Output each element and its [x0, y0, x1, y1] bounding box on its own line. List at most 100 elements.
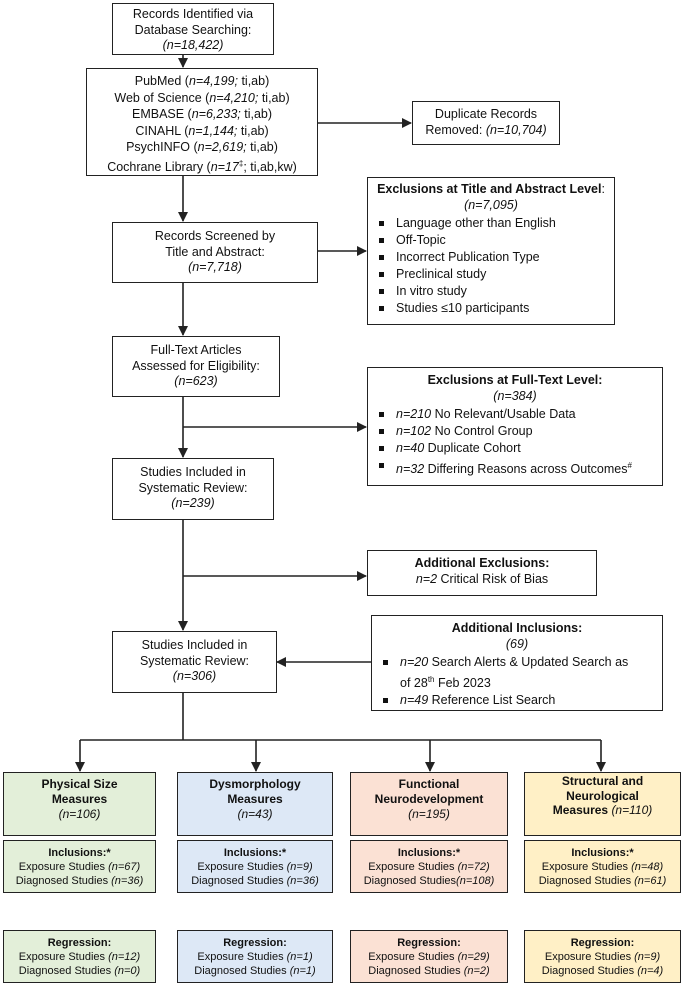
title-abstract-exclusions-box: Exclusions at Title and Abstract Level: …	[367, 177, 615, 325]
add-excl-item: n=2 Critical Risk of Bias	[415, 571, 549, 586]
included1-line2: Systematic Review:	[138, 480, 248, 495]
dysmorphology-box: Dysmorphology Measures (n=43)	[177, 772, 333, 836]
db-web-of-science: Web of Science (n=4,210; ti,ab)	[114, 90, 290, 105]
included-review-box-1: Studies Included in Systematic Review: (…	[112, 458, 274, 520]
fulltext-line1: Full-Text Articles	[150, 343, 242, 357]
structural-title1: Structural and	[561, 774, 644, 788]
db-cochrane: Cochrane Library (n=17‡; ti,ab,kw)	[107, 158, 297, 174]
duplicates-line2: Removed: (n=10,704)	[425, 122, 547, 137]
functional-title1: Functional	[398, 777, 460, 791]
fulltext-line2: Assessed for Eligibility:	[132, 358, 260, 373]
physical-size-box: Physical Size Measures (n=106)	[3, 772, 156, 836]
records-identified-box: Records Identified via Database Searchin…	[112, 3, 274, 55]
title-excl-title: Exclusions at Title and Abstract Level:	[377, 182, 605, 196]
functional-inclusions-box: Inclusions:* Exposure Studies (n=72) Dia…	[350, 840, 508, 893]
structural-title3: Measures (n=110)	[552, 803, 653, 817]
functional-reg-exposure: Exposure Studies (n=29)	[368, 951, 490, 963]
physical-title1: Physical Size	[41, 777, 118, 791]
functional-incl-title: Inclusions:*	[397, 847, 461, 859]
db-pubmed: PubMed (n=4,199; ti,ab)	[134, 74, 270, 88]
structural-inclusions-box: Inclusions:* Exposure Studies (n=48) Dia…	[524, 840, 681, 893]
structural-box: Structural and Neurological Measures (n=…	[524, 772, 681, 836]
included1-line1: Studies Included in	[140, 465, 246, 479]
functional-box: Functional Neurodevelopment (n=195)	[350, 772, 508, 836]
structural-incl-exposure: Exposure Studies (n=48)	[541, 861, 664, 873]
db-embase: EMBASE (n=6,233; ti,ab)	[131, 107, 273, 121]
structural-title2: Neurological	[566, 788, 639, 803]
structural-reg-diagnosed: Diagnosed Studies (n=4)	[541, 965, 664, 977]
dysmorph-reg-title: Regression:	[223, 937, 287, 949]
fulltext-count: (n=623)	[174, 374, 218, 388]
ft-excl-item: n=40 Duplicate Cohort	[376, 440, 654, 457]
functional-incl-diagnosed: Diagnosed Studies(n=108)	[363, 875, 495, 887]
structural-reg-exposure: Exposure Studies (n=9)	[544, 951, 661, 963]
dysmorph-title2: Measures	[227, 792, 283, 806]
screened-line1: Records Screened by	[154, 229, 276, 243]
duplicates-line1: Duplicate Records	[434, 107, 538, 121]
add-incl-count: (69)	[505, 636, 529, 651]
ft-excl-count: (n=384)	[493, 388, 537, 403]
physical-regression-box: Regression: Exposure Studies (n=12) Diag…	[3, 930, 156, 983]
physical-reg-title: Regression:	[47, 937, 112, 949]
screened-box: Records Screened by Title and Abstract: …	[112, 222, 318, 283]
title-excl-item: Language other than English	[376, 215, 606, 232]
dysmorph-inclusions-box: Inclusions:* Exposure Studies (n=9) Diag…	[177, 840, 333, 893]
physical-incl-exposure: Exposure Studies (n=67)	[18, 861, 141, 873]
physical-title2: Measures	[51, 792, 108, 806]
dysmorph-count: (n=43)	[237, 807, 273, 821]
ft-excl-title: Exclusions at Full-Text Level:	[427, 373, 603, 387]
title-excl-item: Preclinical study	[376, 266, 606, 283]
title-excl-item: In vitro study	[376, 283, 606, 300]
databases-box: PubMed (n=4,199; ti,ab) Web of Science (…	[86, 68, 318, 176]
duplicates-box: Duplicate Records Removed: (n=10,704)	[412, 101, 560, 145]
ft-excl-item: n=32 Differing Reasons across Outcomes#	[376, 457, 654, 478]
functional-count: (n=195)	[408, 807, 450, 821]
dysmorph-incl-exposure: Exposure Studies (n=9)	[197, 861, 313, 873]
included-review-box-2: Studies Included in Systematic Review: (…	[112, 631, 277, 693]
dysmorph-title1: Dysmorphology	[209, 777, 301, 791]
included2-line2: Systematic Review:	[139, 653, 250, 668]
dysmorph-reg-exposure: Exposure Studies (n=1)	[197, 951, 313, 963]
dysmorph-incl-diagnosed: Diagnosed Studies (n=36)	[191, 875, 319, 887]
fulltext-exclusions-box: Exclusions at Full-Text Level: (n=384) n…	[367, 367, 663, 486]
structural-regression-box: Regression: Exposure Studies (n=9) Diagn…	[524, 930, 681, 983]
identified-line1: Records Identified via	[132, 7, 254, 21]
structural-reg-title: Regression:	[570, 937, 635, 949]
title-excl-count: (n=7,095)	[464, 197, 518, 212]
physical-reg-diagnosed: Diagnosed Studies (n=0)	[18, 965, 141, 977]
functional-reg-diagnosed: Diagnosed Studies (n=2)	[368, 965, 490, 977]
additional-inclusions-box: Additional Inclusions: (69) n=20 Search …	[371, 615, 663, 711]
dysmorph-regression-box: Regression: Exposure Studies (n=1) Diagn…	[177, 930, 333, 983]
additional-exclusions-box: Additional Exclusions: n=2 Critical Risk…	[367, 550, 597, 596]
identified-count: (n=18,422)	[162, 38, 224, 52]
add-incl-item-reference-list: n=49 Reference List Search	[380, 692, 654, 709]
ft-excl-item: n=210 No Relevant/Usable Data	[376, 406, 654, 423]
db-cinahl: CINAHL (n=1,144; ti,ab)	[135, 123, 269, 138]
add-excl-title: Additional Exclusions:	[414, 556, 550, 570]
structural-incl-title: Inclusions:*	[571, 847, 634, 859]
structural-incl-diagnosed: Diagnosed Studies (n=61)	[538, 875, 667, 887]
physical-count: (n=106)	[58, 807, 101, 821]
add-incl-title: Additional Inclusions:	[451, 621, 583, 635]
physical-reg-exposure: Exposure Studies (n=12)	[18, 951, 141, 963]
dysmorph-incl-title: Inclusions:*	[223, 847, 287, 859]
included2-line1: Studies Included in	[141, 638, 248, 652]
physical-incl-title: Inclusions:*	[48, 847, 111, 859]
screened-line2: Title and Abstract:	[165, 244, 265, 259]
dysmorph-reg-diagnosed: Diagnosed Studies (n=1)	[194, 965, 316, 977]
functional-regression-box: Regression: Exposure Studies (n=29) Diag…	[350, 930, 508, 983]
functional-incl-exposure: Exposure Studies (n=72)	[368, 861, 490, 873]
included1-count: (n=239)	[171, 496, 215, 510]
title-excl-item: Studies ≤10 participants	[376, 300, 606, 317]
fulltext-box: Full-Text Articles Assessed for Eligibil…	[112, 336, 280, 397]
functional-title2: Neurodevelopment	[374, 792, 484, 806]
screened-count: (n=7,718)	[188, 260, 242, 274]
functional-reg-title: Regression:	[397, 937, 461, 949]
title-excl-item: Incorrect Publication Type	[376, 249, 606, 266]
ft-excl-item: n=102 No Control Group	[376, 423, 654, 440]
db-psychinfo: PsychINFO (n=2,619; ti,ab)	[126, 140, 278, 154]
physical-incl-diagnosed: Diagnosed Studies (n=36)	[15, 875, 144, 887]
physical-inclusions-box: Inclusions:* Exposure Studies (n=67) Dia…	[3, 840, 156, 893]
included2-count: (n=306)	[172, 669, 217, 683]
